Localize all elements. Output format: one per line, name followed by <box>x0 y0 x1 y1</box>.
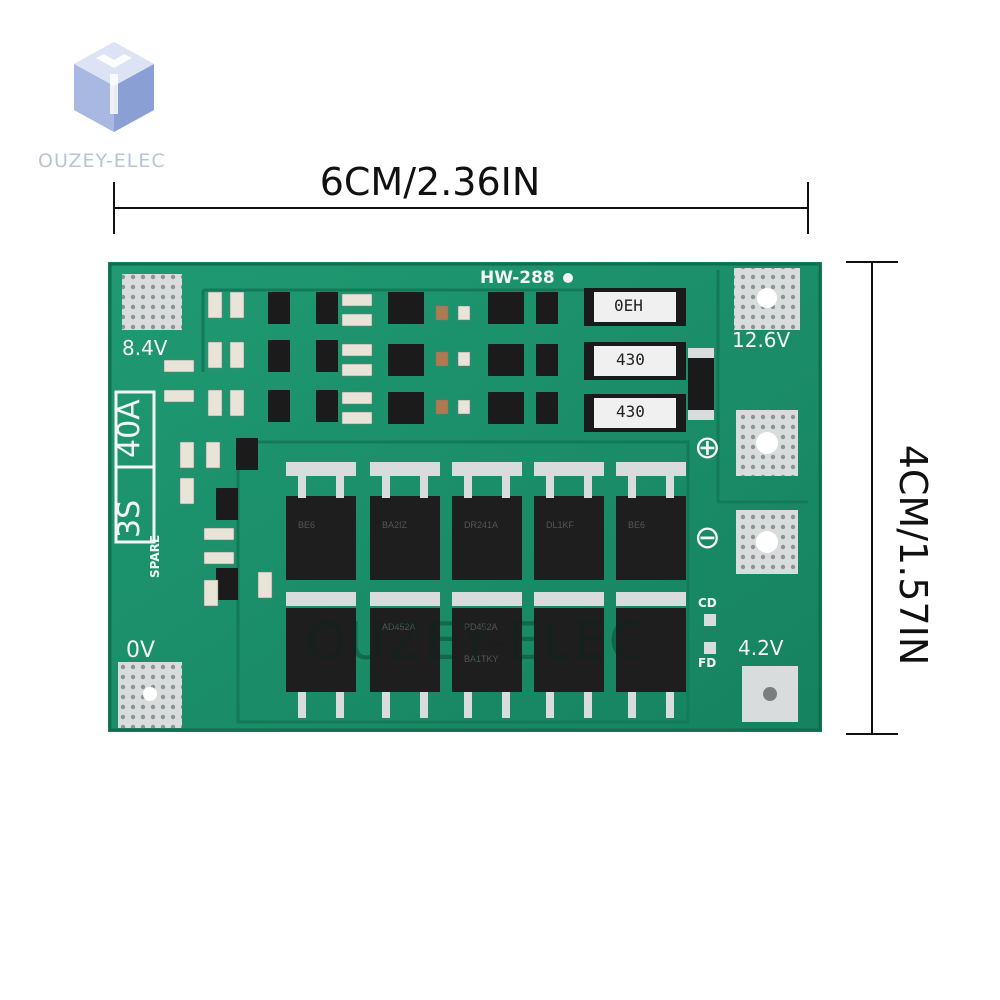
spare-label: SPARE <box>148 534 162 578</box>
mosfet-top-1-mark: BE6 <box>298 520 316 530</box>
brand-name: OUZEY-ELEC <box>38 150 166 172</box>
height-dimension-line <box>846 261 898 735</box>
width-dimension-line <box>113 182 809 234</box>
width-dimension-label: 6CM/2.36IN <box>319 160 541 204</box>
model-label: HW-288 <box>480 268 555 288</box>
power-resistor-1-mark: 0EH <box>614 296 643 315</box>
mosfet-top-4-mark: DL1KF <box>546 520 575 530</box>
mosfet-bottom-3-mark: BA1TKY <box>464 654 499 664</box>
current-rating-label: 40A <box>112 399 147 458</box>
series-config-label: 3S <box>112 499 147 538</box>
terminal-4v2-label: 4.2V <box>738 636 784 660</box>
brand-logo-icon <box>74 42 154 132</box>
watermark-text: OUZEY-ELEC <box>305 612 647 672</box>
pcb-graphic <box>108 262 822 732</box>
power-resistor-2-mark: 430 <box>616 350 645 369</box>
mosfet-top-3-mark: DR241A <box>464 520 499 530</box>
terminal-8v4-label: 8.4V <box>122 336 168 360</box>
minus-symbol-icon: ⊖ <box>694 518 721 556</box>
plus-symbol-icon: ⊕ <box>694 428 721 466</box>
fd-label: FD <box>698 656 717 670</box>
terminal-12v6-label: 12.6V <box>732 328 791 352</box>
mosfet-top-5-mark: BE6 <box>628 520 646 530</box>
mosfet-top-2-mark: BA2IZ <box>382 520 408 530</box>
mosfet-bottom-1-mark: AD452A <box>382 622 416 632</box>
power-resistor-3-mark: 430 <box>616 402 645 421</box>
bms-pcb-board: HW-288 8.4V 12.6V 0V 4.2V ⊕ ⊖ 3S 40A SPA… <box>108 262 822 732</box>
terminal-0v-label: 0V <box>126 638 156 663</box>
mosfet-bottom-2-mark: PD452A <box>464 622 498 632</box>
cd-label: CD <box>698 596 717 610</box>
